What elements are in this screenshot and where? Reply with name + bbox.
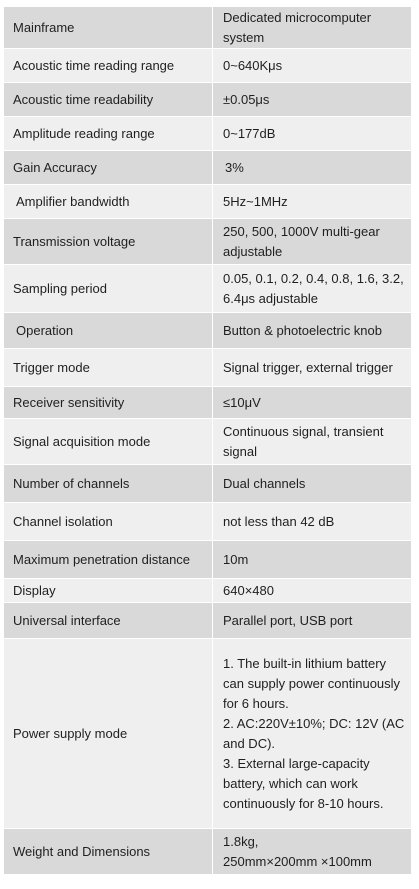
spec-value: Dedicated microcomputer system (212, 6, 412, 49)
spec-row-amplitude-range: Amplitude reading range 0~177dB (3, 116, 412, 151)
spec-label: Number of channels (3, 464, 213, 503)
spec-row-trigger-mode: Trigger mode Signal trigger, external tr… (3, 348, 412, 387)
spec-row-transmission-voltage: Transmission voltage 250, 500, 1000V mul… (3, 218, 412, 265)
spec-row-signal-acquisition-mode: Signal acquisition mode Continuous signa… (3, 418, 412, 465)
spec-value: 1. The built-in lithium battery can supp… (212, 638, 412, 829)
spec-value: Signal trigger, external trigger (212, 348, 412, 387)
spec-label: Sampling period (3, 264, 213, 313)
spec-value: 3% (212, 150, 412, 185)
spec-value: ±0.05μs (212, 82, 412, 117)
spec-row-mainframe: Mainframe Dedicated microcomputer system (3, 6, 412, 49)
spec-label: Receiver sensitivity (3, 386, 213, 419)
spec-label: Channel isolation (3, 502, 213, 541)
spec-row-channel-isolation: Channel isolation not less than 42 dB (3, 502, 412, 541)
spec-row-operation: Operation Button & photoelectric knob (3, 312, 412, 349)
spec-row-acoustic-time-readability: Acoustic time readability ±0.05μs (3, 82, 412, 117)
spec-row-penetration-distance: Maximum penetration distance 10m (3, 540, 412, 579)
spec-row-power-supply-mode: Power supply mode 1. The built-in lithiu… (3, 638, 412, 829)
spec-value: 0~640Kμs (212, 48, 412, 83)
spec-label: Amplitude reading range (3, 116, 213, 151)
spec-value: 250, 500, 1000V multi-gear adjustable (212, 218, 412, 265)
spec-row-gain-accuracy: Gain Accuracy 3% (3, 150, 412, 185)
spec-value: Continuous signal, transient signal (212, 418, 412, 465)
spec-value: Button & photoelectric knob (212, 312, 412, 349)
spec-label: Gain Accuracy (3, 150, 213, 185)
spec-label: Universal interface (3, 602, 213, 639)
spec-label: Operation (3, 312, 213, 349)
spec-label: Maximum penetration distance (3, 540, 213, 579)
spec-value: 0.05, 0.1, 0.2, 0.4, 0.8, 1.6, 3.2, 6.4μ… (212, 264, 412, 313)
spec-label: Signal acquisition mode (3, 418, 213, 465)
spec-row-weight-dimensions: Weight and Dimensions 1.8kg, 250mm×200mm… (3, 828, 412, 875)
spec-value: 0~177dB (212, 116, 412, 151)
spec-label: Display (3, 578, 213, 603)
spec-value: 5Hz~1MHz (212, 184, 412, 219)
spec-row-display: Display 640×480 (3, 578, 412, 603)
spec-label: Power supply mode (3, 638, 213, 829)
spec-label: Weight and Dimensions (3, 828, 213, 875)
spec-label: Mainframe (3, 6, 213, 49)
spec-value: not less than 42 dB (212, 502, 412, 541)
spec-value: Parallel port, USB port (212, 602, 412, 639)
spec-row-universal-interface: Universal interface Parallel port, USB p… (3, 602, 412, 639)
spec-row-receiver-sensitivity: Receiver sensitivity ≤10μV (3, 386, 412, 419)
spec-label: Transmission voltage (3, 218, 213, 265)
spec-row-number-of-channels: Number of channels Dual channels (3, 464, 412, 503)
spec-value: ≤10μV (212, 386, 412, 419)
spec-row-acoustic-time-range: Acoustic time reading range 0~640Kμs (3, 48, 412, 83)
specifications-table: Mainframe Dedicated microcomputer system… (3, 6, 412, 875)
spec-label: Trigger mode (3, 348, 213, 387)
spec-label: Acoustic time readability (3, 82, 213, 117)
spec-row-sampling-period: Sampling period 0.05, 0.1, 0.2, 0.4, 0.8… (3, 264, 412, 313)
spec-value: 1.8kg, 250mm×200mm ×100mm (212, 828, 412, 875)
spec-value: 10m (212, 540, 412, 579)
spec-value: 640×480 (212, 578, 412, 603)
spec-value: Dual channels (212, 464, 412, 503)
spec-label: Amplifier bandwidth (3, 184, 213, 219)
spec-label: Acoustic time reading range (3, 48, 213, 83)
spec-row-amplifier-bandwidth: Amplifier bandwidth 5Hz~1MHz (3, 184, 412, 219)
